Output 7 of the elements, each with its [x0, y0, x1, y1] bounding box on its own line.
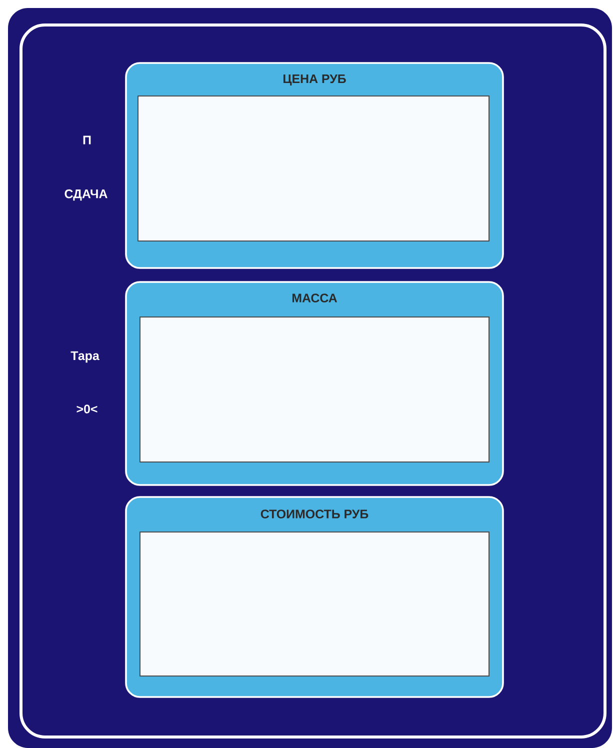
display-panel: СТОИМОСТЬ РУБ	[125, 496, 504, 698]
indicator-label: СДАЧА	[64, 189, 108, 201]
indicator-label: П	[83, 136, 91, 144]
indicator-label: >0<	[76, 404, 98, 414]
indicator-label: Тара	[70, 351, 100, 363]
display-panel: МАССА	[125, 281, 504, 486]
display-panel: ЦЕНА РУБ	[125, 62, 504, 269]
